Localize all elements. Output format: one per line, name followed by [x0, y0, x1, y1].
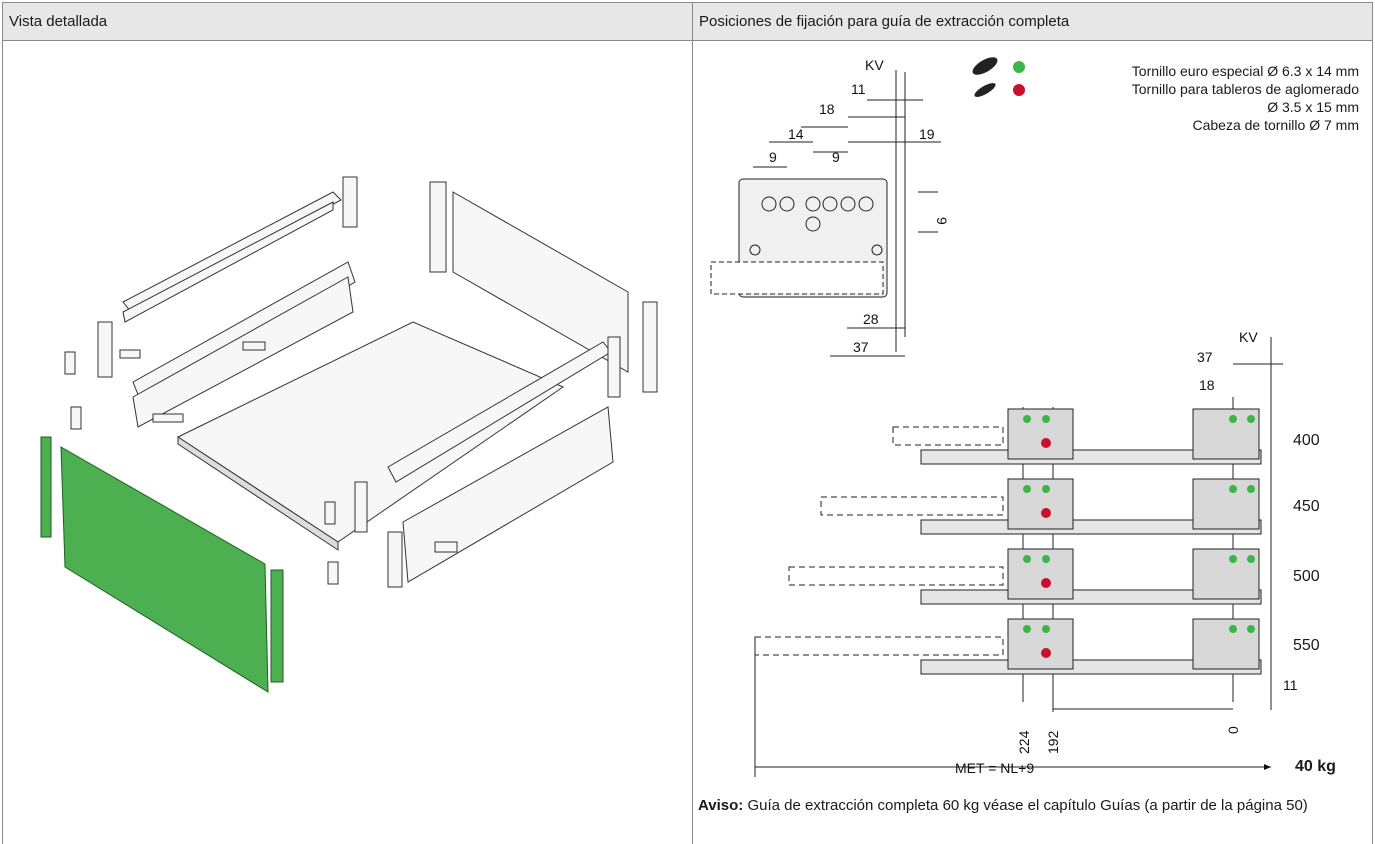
dim-19: 19	[919, 126, 935, 142]
board-screw-icon	[1013, 84, 1025, 96]
dim-18: 18	[819, 101, 835, 117]
size-550: 550	[1293, 637, 1320, 654]
pos-192: 192	[1045, 730, 1061, 754]
euro-screw-icon	[1013, 61, 1025, 73]
weight-rating: 40 kg	[1295, 758, 1336, 775]
rail-500	[788, 548, 1262, 605]
rail-550	[754, 618, 1262, 675]
rail-11: 11	[1283, 677, 1298, 693]
screw-icons	[972, 57, 998, 97]
legend-board-screw-2: Ø 3.5 x 15 mm	[1267, 99, 1359, 115]
size-400: 400	[1293, 432, 1320, 449]
rail-kv: KV	[1239, 329, 1258, 345]
dim-kv: KV	[865, 57, 884, 73]
dim-37: 37	[853, 339, 869, 355]
pos-0: 0	[1225, 726, 1241, 734]
legend-screw-head: Cabeza de tornillo Ø 7 mm	[1192, 117, 1359, 133]
dim-14: 14	[788, 126, 804, 142]
bracket-holes	[749, 196, 883, 256]
rail-37: 37	[1197, 349, 1213, 365]
column-divider	[692, 2, 693, 844]
notice: Aviso: Guía de extracción completa 60 kg…	[698, 796, 1358, 816]
dim-9a: 9	[769, 149, 777, 165]
dim-9b: 9	[832, 149, 840, 165]
exploded-drawer-drawing	[40, 176, 658, 693]
euro-screw-dots	[1023, 415, 1255, 633]
dim-9v: 9	[934, 217, 950, 225]
screw-legend: Tornillo euro especial Ø 6.3 x 14 mm Tor…	[1132, 62, 1359, 134]
front-panel	[60, 446, 269, 693]
legend-euro-screw: Tornillo euro especial Ø 6.3 x 14 mm	[1131, 63, 1359, 79]
header-fixing-positions: Posiciones de fijación para guía de extr…	[693, 3, 1372, 41]
rail-450	[820, 478, 1262, 535]
header-detailed-view: Vista detallada	[3, 3, 692, 41]
fixing-positions-drawing: KV 11 18 14 9 9 19 9 28 37 KV 37 18 11 2…	[710, 57, 1298, 777]
dim-met: MET = NL+9	[955, 760, 1034, 776]
notice-text: Guía de extracción completa 60 kg véase …	[743, 797, 1308, 814]
notice-label: Aviso:	[698, 797, 744, 814]
board-screw-dots	[1041, 438, 1051, 658]
size-500: 500	[1293, 568, 1320, 585]
dim-28: 28	[863, 311, 879, 327]
legend-board-screw-1: Tornillo para tableros de aglomerado	[1131, 81, 1359, 97]
right-side-wall	[402, 406, 614, 583]
dim-11: 11	[851, 81, 866, 97]
size-450: 450	[1293, 498, 1320, 515]
pos-224: 224	[1016, 730, 1032, 754]
rail-18: 18	[1199, 377, 1215, 393]
back-panel	[452, 191, 629, 373]
rail-400	[892, 408, 1262, 465]
